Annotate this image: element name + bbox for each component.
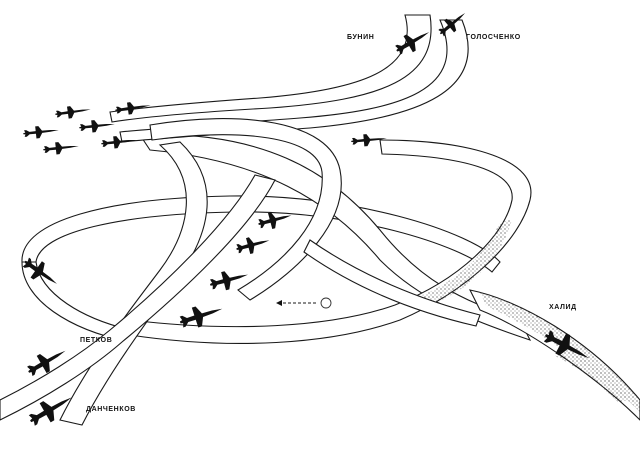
jet-icon bbox=[42, 140, 80, 156]
missile bbox=[276, 297, 332, 309]
trail-center-loop bbox=[149, 118, 342, 301]
label-petkov: ПЕТКОВ bbox=[80, 337, 112, 344]
jet-icon bbox=[78, 118, 116, 134]
jet-icon bbox=[22, 124, 60, 140]
label-goloschenko: ГОЛОСЧЕНКО bbox=[466, 34, 521, 41]
trail-right-straight bbox=[303, 239, 481, 327]
label-khalid: ХАЛИД bbox=[549, 304, 577, 311]
trail-danchenkov bbox=[59, 141, 208, 426]
label-danchenkov: ДАНЧЕНКОВ bbox=[86, 406, 136, 413]
trail-khalid bbox=[469, 289, 640, 421]
jet-icon bbox=[234, 232, 272, 258]
trail-left-loop bbox=[21, 195, 501, 343]
trail-petkov bbox=[0, 174, 276, 421]
label-bunin: БУНИН bbox=[347, 34, 374, 41]
jet-icon bbox=[54, 103, 92, 121]
